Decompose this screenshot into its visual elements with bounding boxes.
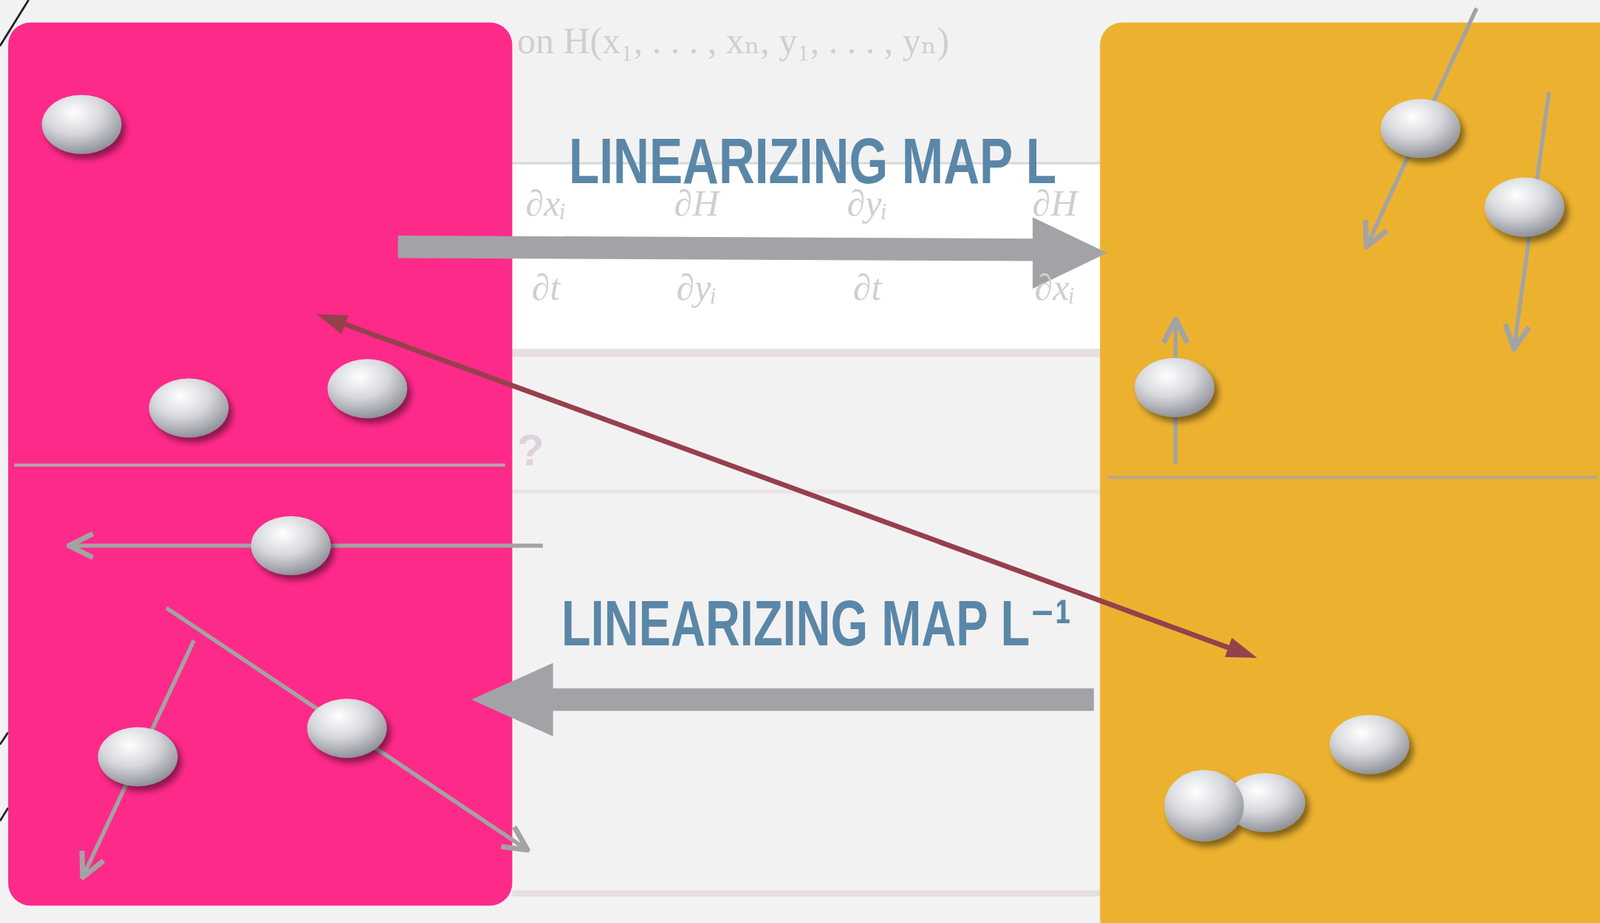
equation-term: ∂H: [1032, 184, 1078, 222]
equation-term: ∂xᵢ: [525, 184, 567, 222]
map-label: LINEARIZING MAP L: [568, 128, 1057, 194]
faded-mark: ?: [517, 428, 545, 473]
particle: [1484, 177, 1565, 237]
particle: [307, 698, 388, 758]
map-arrow-shaft: [540, 688, 1094, 711]
map-arrow-shaft: [398, 246, 1041, 250]
particle: [251, 516, 331, 576]
panel-divider: [1107, 475, 1598, 479]
rule-line: [511, 348, 1100, 357]
correspondence-head: [1224, 638, 1258, 659]
equation-term: ∂xᵢ: [1034, 268, 1076, 306]
velocity-arrow: [83, 640, 194, 876]
map-arrow-head: [471, 663, 554, 737]
particle: [1164, 770, 1244, 843]
equation-term: ∂yᵢ: [676, 268, 718, 306]
particle: [149, 378, 229, 438]
yellow-panel: [1099, 22, 1600, 923]
correspondence-head: [316, 313, 349, 334]
particle: [42, 94, 122, 154]
velocity-arrow: [1367, 8, 1477, 245]
panel-divider: [14, 463, 505, 467]
corner-stroke: [0, 808, 9, 822]
rule-line: [511, 890, 1100, 897]
particle: [327, 359, 408, 419]
pink-panel: [8, 22, 512, 906]
equation-term: ∂t: [853, 268, 882, 306]
particle: [98, 727, 179, 787]
velocity-arrow: [166, 607, 526, 849]
particle: [1329, 715, 1410, 775]
faded-text: on H(x₁, . . . , xₙ, y₁, . . . , yₙ): [517, 22, 950, 60]
particle: [1380, 98, 1461, 159]
equation-term: ∂H: [674, 184, 720, 222]
equation-term: ∂yᵢ: [847, 184, 888, 222]
map-label: LINEARIZING MAP L⁻¹: [561, 590, 1072, 656]
particles: [42, 94, 1565, 842]
particle: [1134, 358, 1215, 418]
equation-term: ∂t: [531, 268, 561, 306]
corner-stroke: [0, 732, 9, 746]
